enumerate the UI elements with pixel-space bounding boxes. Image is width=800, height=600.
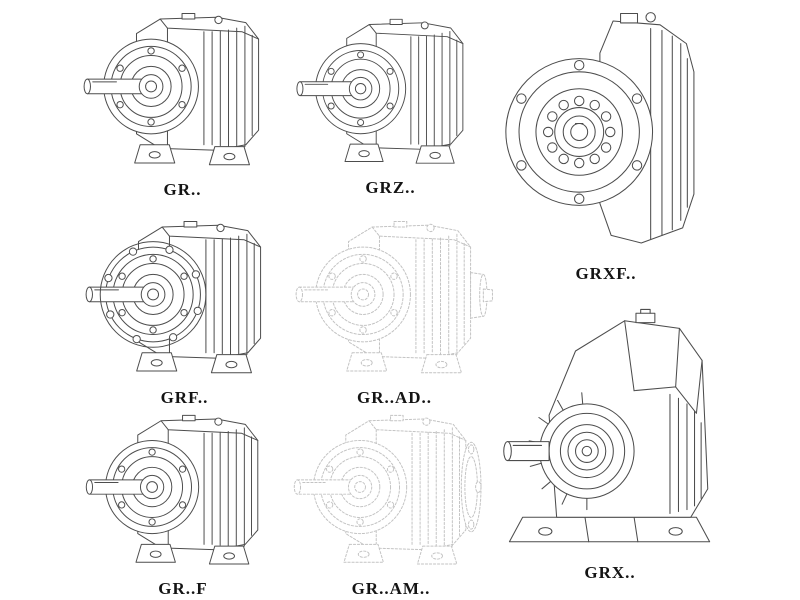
grx-gearbox-drawing bbox=[503, 308, 711, 543]
label-grz: GRZ.. bbox=[365, 178, 416, 197]
label-gr-ad: GR..AD.. bbox=[356, 388, 433, 407]
figure-grz: GRZ.. bbox=[293, 14, 488, 198]
figure-gr-ad: GR..AD.. bbox=[292, 216, 497, 408]
grf-gearbox-drawing bbox=[82, 216, 287, 382]
gr-f-gearbox-drawing bbox=[85, 414, 259, 565]
label-grf: GRF.. bbox=[160, 388, 209, 407]
label-gr-f: GR..F bbox=[158, 579, 208, 598]
figure-gr: GR.. bbox=[80, 8, 285, 200]
figure-grf: GRF.. bbox=[82, 216, 287, 408]
gr-am-gearbox-drawing bbox=[290, 410, 492, 573]
figure-grx: GRX.. bbox=[494, 300, 726, 583]
label-gr-am: GR..AM.. bbox=[351, 579, 431, 598]
figure-gr-f: GR..F bbox=[82, 410, 284, 599]
label-grxf: GRXF.. bbox=[575, 264, 637, 283]
grxf-gearbox-drawing bbox=[505, 12, 695, 244]
grz-gearbox-drawing bbox=[296, 18, 464, 164]
figure-gr-am: GR..AM.. bbox=[290, 410, 492, 599]
label-grx: GRX.. bbox=[584, 563, 636, 582]
gr-gearbox-drawing bbox=[83, 13, 260, 166]
label-gr: GR.. bbox=[163, 180, 202, 199]
figure-grxf: GRXF.. bbox=[500, 6, 712, 284]
gr-ad-gearbox-drawing bbox=[292, 216, 497, 382]
